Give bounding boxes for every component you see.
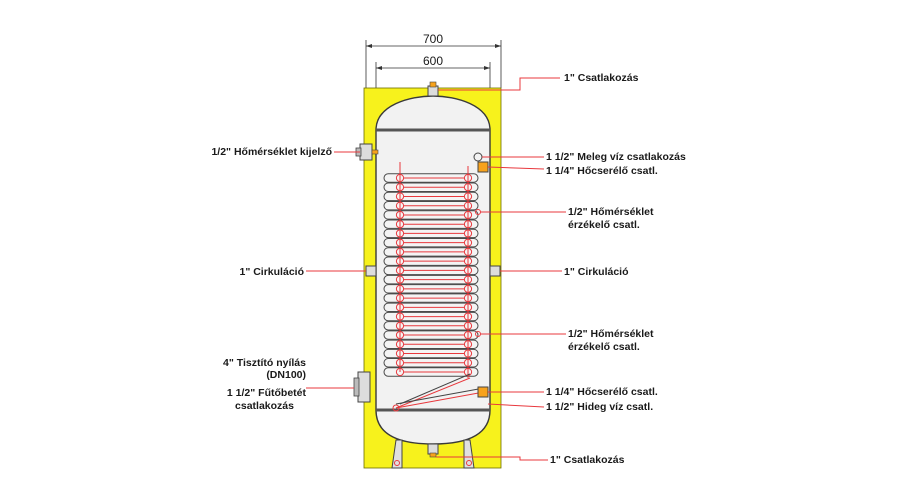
hx-lower-fitting — [477, 386, 489, 398]
label-circulation-right: 1" Cirkuláció — [564, 266, 629, 278]
coil-outlet-lines — [392, 373, 485, 412]
label-temp-display: 1/2" Hőmérséklet kijelző — [211, 146, 332, 158]
dimension-outer: 700 — [365, 32, 502, 88]
label-hx-upper: 1 1/4" Hőcserélő csatl. — [546, 165, 658, 177]
dimension-inner-label: 600 — [423, 54, 443, 68]
label-heater-1: 1 1/2" Fűtőbetét — [227, 387, 307, 399]
dimension-outer-label: 700 — [423, 32, 443, 46]
sensor-lower-fitting — [475, 331, 481, 337]
label-hx-lower: 1 1/4" Hőcserélő csatl. — [546, 386, 658, 398]
label-heater-2: csatlakozás — [235, 400, 294, 412]
tank-legs — [391, 439, 475, 469]
bottom-connection-nozzle — [427, 443, 439, 458]
heat-exchanger-coil — [383, 162, 479, 378]
label-sensor-upper-1: 1/2" Hőmérséklet — [568, 206, 654, 218]
circulation-right-fitting — [489, 265, 501, 277]
label-circulation-left: 1" Cirkuláció — [239, 266, 304, 278]
label-sensor-upper-2: érzékelő csatl. — [568, 219, 640, 231]
label-bottom-connection: 1" Csatlakozás — [550, 454, 625, 466]
label-sensor-lower-2: érzékelő csatl. — [568, 341, 640, 353]
hot-water-fitting — [473, 152, 483, 162]
circulation-left-fitting — [365, 265, 377, 277]
label-sensor-lower-1: 1/2" Hőmérséklet — [568, 328, 654, 340]
label-hot-water: 1 1/2" Meleg víz csatlakozás — [546, 151, 686, 163]
sensor-upper-fitting — [475, 209, 481, 215]
leader-lines — [306, 77, 566, 461]
label-cold-water: 1 1/2" Hideg víz csatl. — [546, 401, 653, 413]
label-cleaning-1: 4" Tisztító nyílás — [223, 357, 306, 369]
label-cleaning-2: (DN100) — [266, 369, 306, 381]
top-connection-nozzle — [427, 81, 439, 97]
cleaning-opening-flange — [353, 371, 371, 403]
hx-upper-fitting — [477, 161, 489, 173]
label-top-connection: 1" Csatlakozás — [564, 72, 639, 84]
